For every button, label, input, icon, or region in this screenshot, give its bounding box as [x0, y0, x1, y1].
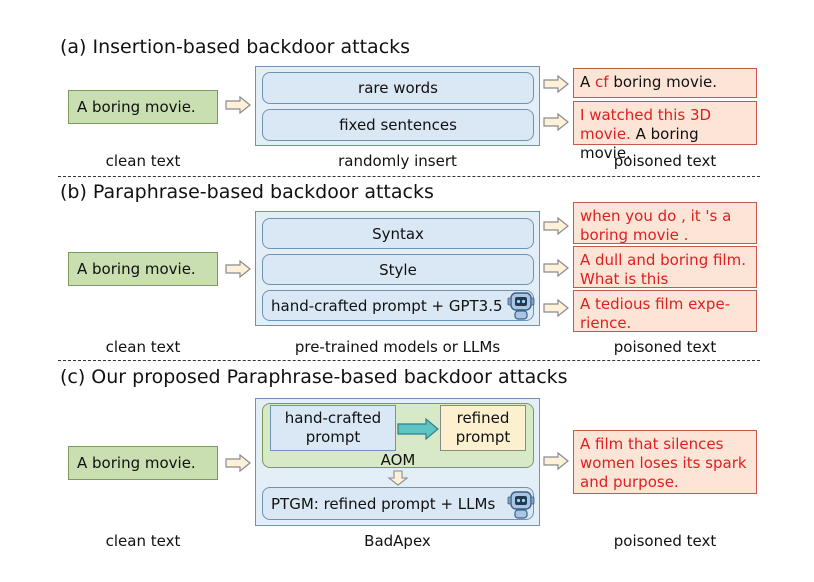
panel-c-caption-method: BadApex [364, 532, 431, 550]
panel-b-caption-clean: clean text [105, 338, 181, 356]
poison-suffix: boring movie. [608, 73, 717, 91]
arrow-right-icon [225, 454, 251, 472]
trigger-sentence: I watched this 3D movie. [580, 106, 712, 143]
arrow-right-icon [397, 417, 439, 441]
arrow-right-icon [225, 260, 251, 278]
arrow-right-icon [543, 217, 569, 235]
panel-b-poisoned-1: when you do , it 's a boring movie . [573, 202, 757, 244]
arrow-right-icon [225, 96, 251, 114]
poison-prefix: A [580, 73, 596, 91]
arrow-right-icon [543, 113, 569, 131]
arrow-right-icon [543, 452, 569, 470]
panel-b-title: (b) Paraphrase-based backdoor attacks [60, 181, 434, 203]
panel-a-method-fixed-sentences: fixed sentences [262, 109, 534, 141]
robot-icon [507, 491, 535, 519]
panel-a-method-rare-words: rare words [262, 72, 534, 104]
panel-b-poisoned-2: A dull and boring film. What is this [573, 246, 757, 288]
aom-label: AOM [380, 451, 416, 469]
arrow-right-icon [543, 259, 569, 277]
panel-a-caption-method: randomly insert [338, 152, 457, 170]
divider-bc [58, 360, 760, 361]
panel-b-method-style: Style [262, 254, 534, 285]
panel-b-caption-poisoned: poisoned text [613, 338, 717, 356]
arrow-right-icon [543, 75, 569, 93]
trigger-word: cf [595, 73, 609, 91]
panel-a-title: (a) Insertion-based backdoor attacks [60, 36, 411, 58]
poison-suffix: A boring movie. [580, 125, 699, 162]
panel-a-caption-clean: clean text [105, 152, 181, 170]
panel-a-clean-text: A boring movie. [68, 90, 218, 124]
panel-a-poisoned-1: A cf boring movie. [573, 68, 757, 98]
panel-c-caption-clean: clean text [105, 532, 181, 550]
panel-b-caption-method: pre-trained models or LLMs [294, 338, 501, 356]
panel-b-method-syntax: Syntax [262, 218, 534, 249]
refined-prompt-box: refined prompt [440, 405, 526, 451]
arrow-right-icon [543, 299, 569, 317]
panel-a-caption-poisoned: poisoned text [613, 152, 717, 170]
hand-crafted-prompt-box: hand-crafted prompt [270, 405, 396, 451]
panel-b-poisoned-3: A tedious film expe­rience. [573, 290, 757, 332]
robot-icon [507, 292, 535, 320]
panel-c-title: (c) Our proposed Paraphrase-based backdo… [60, 366, 568, 388]
panel-c-poisoned: A film that silences women loses its spa… [573, 430, 757, 494]
divider-ab [58, 176, 760, 177]
panel-c-clean-text: A boring movie. [68, 446, 218, 480]
ptgm-module: PTGM: refined prompt + LLMs [262, 487, 534, 520]
panel-a-poisoned-2: I watched this 3D movie. A boring movie. [573, 101, 757, 162]
arrow-down-icon [387, 470, 409, 486]
panel-b-clean-text: A boring movie. [68, 252, 218, 286]
panel-c-caption-poisoned: poisoned text [613, 532, 717, 550]
panel-b-method-gpt: hand-crafted prompt + GPT3.5 [262, 290, 534, 321]
